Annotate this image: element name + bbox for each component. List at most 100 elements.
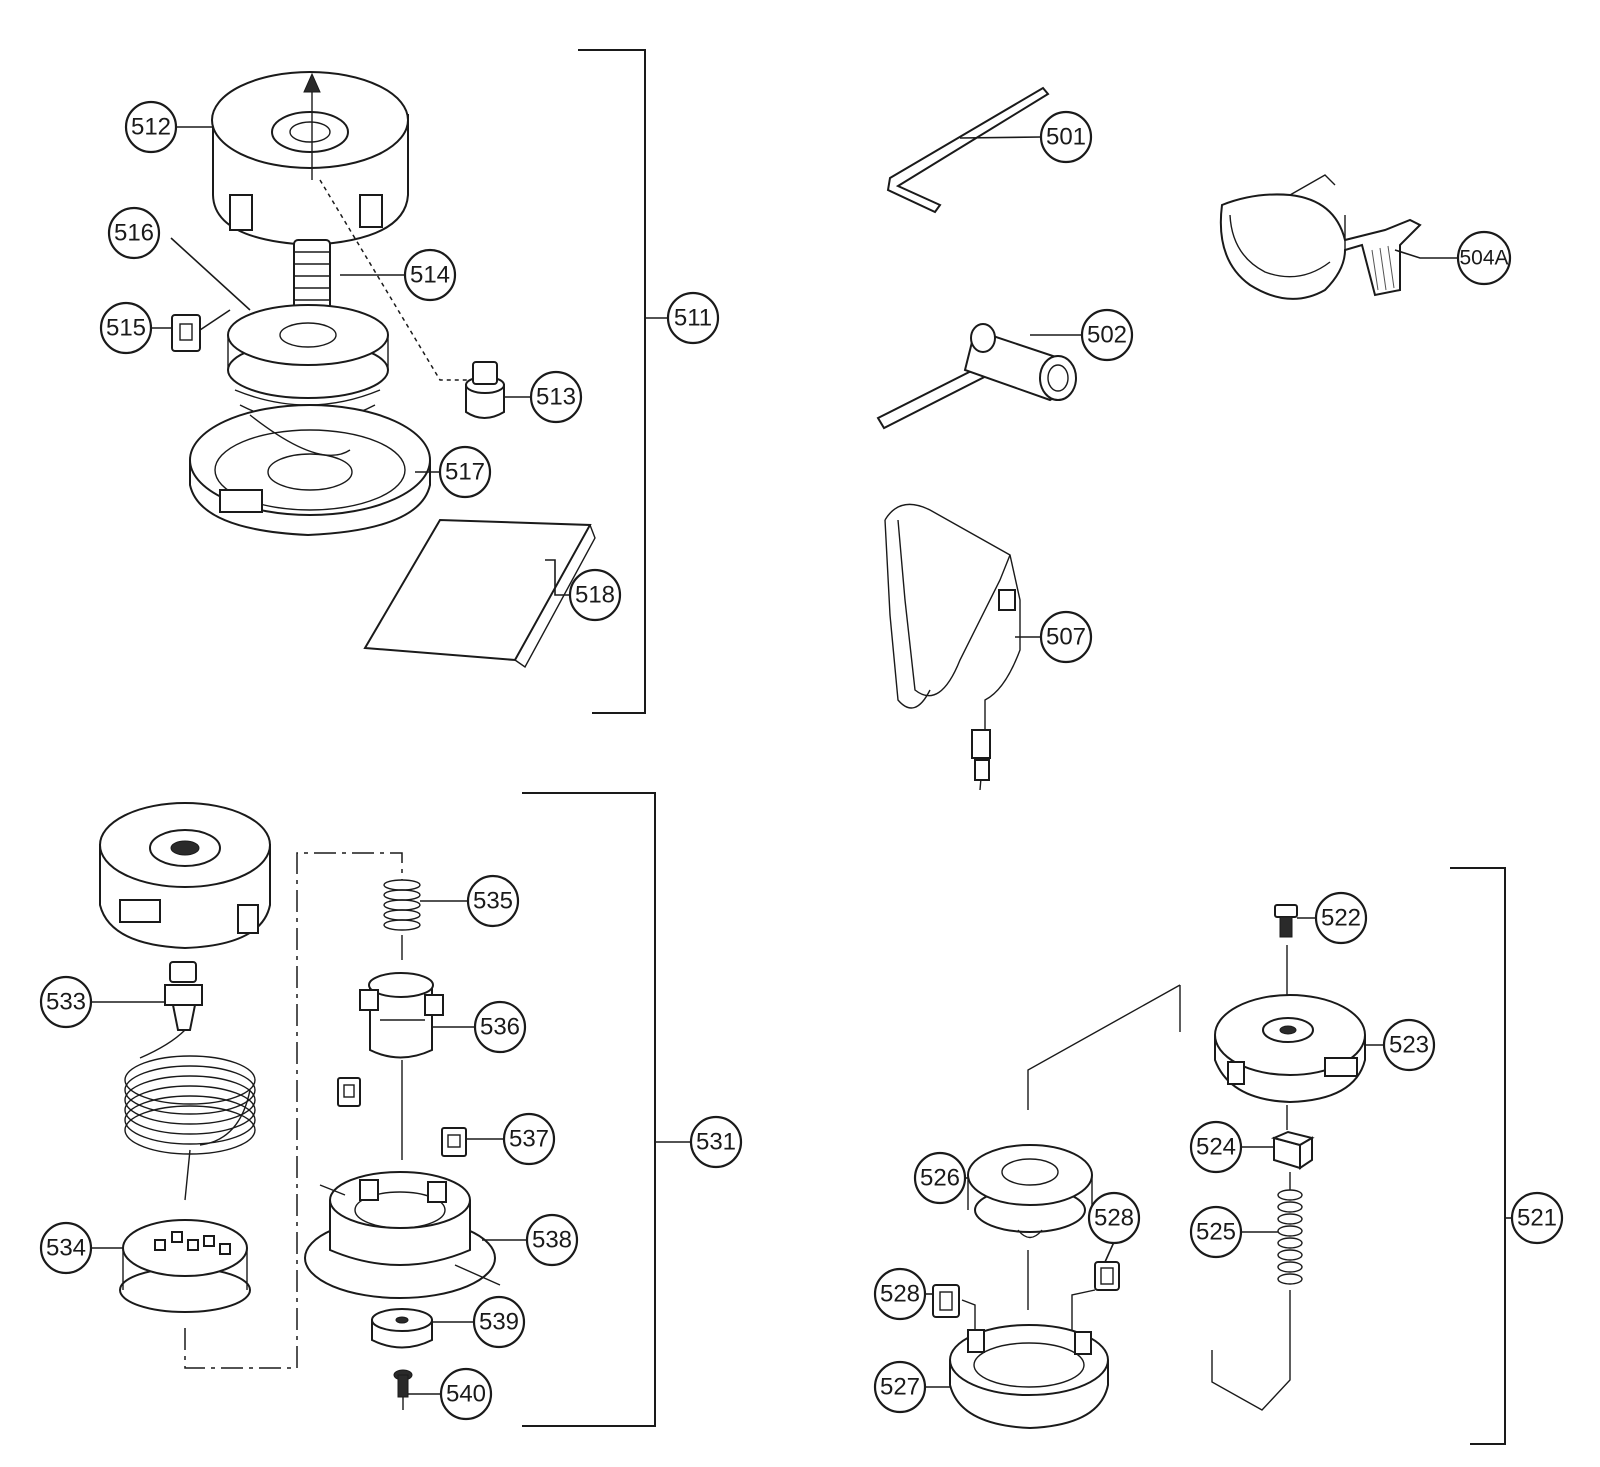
callout-526-label: 526 [920, 1165, 960, 1192]
bracket-521 [1450, 867, 1506, 1445]
part-515-eyelet [171, 314, 201, 352]
part-535-spring [383, 879, 421, 931]
callout-514-label: 514 [410, 262, 450, 289]
callout-511-label: 511 [674, 305, 712, 332]
callout-533: 533 [39, 975, 93, 1029]
part-527-housing [949, 1324, 1109, 1430]
callout-507: 507 [1039, 610, 1093, 664]
callout-535: 535 [466, 874, 520, 928]
callout-512-label: 512 [131, 114, 171, 141]
callout-501: 501 [1039, 110, 1093, 164]
callout-521-label: 521 [1517, 1205, 1557, 1232]
callout-523-label: 523 [1389, 1032, 1429, 1059]
callout-518-label: 518 [575, 582, 615, 609]
callout-534-label: 534 [46, 1235, 86, 1262]
callout-525: 525 [1189, 1205, 1243, 1259]
bracket-511 [578, 49, 646, 714]
callout-538: 538 [525, 1213, 579, 1267]
part-518-manual [363, 518, 596, 669]
callout-502: 502 [1080, 308, 1134, 362]
axis-528-right [1071, 1289, 1096, 1340]
callout-524: 524 [1189, 1120, 1243, 1174]
callout-504A: 504A [1456, 230, 1512, 286]
callout-539-label: 539 [479, 1309, 519, 1336]
callout-538-label: 538 [532, 1227, 572, 1254]
part-537-eyelet-left [337, 1077, 361, 1107]
callout-522-label: 522 [1321, 905, 1361, 932]
part-526-spool [967, 1144, 1093, 1239]
callout-534: 534 [39, 1221, 93, 1275]
callout-515-label: 515 [106, 315, 146, 342]
part-537-eyelet-right [441, 1127, 467, 1157]
part-512-cap [211, 71, 409, 247]
part-504A-safety-glasses [1219, 174, 1422, 300]
part-533-bolt [164, 961, 203, 1031]
callout-533-label: 533 [46, 989, 86, 1016]
callout-511: 511 [666, 291, 720, 345]
part-528-eyelet-left [932, 1284, 960, 1318]
callout-516: 516 [107, 206, 161, 260]
part-522-screw [1274, 904, 1298, 938]
callout-518: 518 [568, 568, 622, 622]
part-538-housing [304, 1171, 501, 1299]
callout-516-label: 516 [114, 220, 154, 247]
callout-540: 540 [439, 1367, 493, 1421]
callout-523: 523 [1382, 1018, 1436, 1072]
callout-528-right: 528 [1087, 1191, 1141, 1245]
callout-535-label: 535 [473, 888, 513, 915]
leader-lines [91, 126, 1512, 1395]
callout-528-right-label: 528 [1094, 1205, 1134, 1232]
leader-515-part [199, 309, 231, 331]
callout-539: 539 [472, 1295, 526, 1349]
part-531-cap [99, 802, 271, 950]
part-517-housing [189, 404, 431, 537]
part-523-cap [1214, 994, 1366, 1104]
callout-502-label: 502 [1087, 322, 1127, 349]
part-524-nut [1270, 1130, 1315, 1170]
part-540-screw [393, 1369, 413, 1410]
callout-517: 517 [438, 445, 492, 499]
callout-531-label: 531 [696, 1129, 736, 1156]
callout-524-label: 524 [1196, 1134, 1236, 1161]
part-536-adapter [359, 972, 444, 1059]
callout-521: 521 [1510, 1191, 1564, 1245]
part-501-hex-key [886, 86, 1050, 214]
callout-537: 537 [502, 1112, 556, 1166]
callout-512: 512 [124, 100, 178, 154]
callout-501-label: 501 [1046, 124, 1086, 151]
callout-507-label: 507 [1046, 624, 1086, 651]
callout-531: 531 [689, 1115, 743, 1169]
part-507-harness [884, 503, 1021, 791]
callout-536: 536 [473, 1000, 527, 1054]
arrow-head-512 [303, 72, 321, 93]
callout-515: 515 [99, 301, 153, 355]
callout-536-label: 536 [480, 1014, 520, 1041]
callout-504A-label: 504A [1459, 247, 1508, 270]
callout-540-label: 540 [446, 1381, 486, 1408]
callout-517-label: 517 [445, 459, 485, 486]
callout-528-left: 528 [873, 1267, 927, 1321]
part-531-line-coil [124, 1029, 256, 1201]
callout-513-label: 513 [536, 384, 576, 411]
callout-514: 514 [403, 248, 457, 302]
part-502-wrench [876, 323, 1077, 430]
callout-526: 526 [913, 1151, 967, 1205]
part-534-spool [119, 1219, 251, 1313]
part-539-knob [371, 1308, 433, 1349]
part-513-nut [465, 361, 505, 419]
part-525-spring [1277, 1189, 1303, 1285]
callout-537-label: 537 [509, 1126, 549, 1153]
callout-527-label: 527 [880, 1374, 920, 1401]
callout-527: 527 [873, 1360, 927, 1414]
callout-528-left-label: 528 [880, 1281, 920, 1308]
axis-525-bottom [1211, 1290, 1291, 1411]
axis-526-top [1027, 984, 1181, 1110]
leader-dotted-513 [319, 179, 470, 381]
dashed-assembly-line-531 [184, 852, 403, 1369]
callout-522: 522 [1314, 891, 1368, 945]
callout-525-label: 525 [1196, 1219, 1236, 1246]
callout-513: 513 [529, 370, 583, 424]
bracket-531 [522, 792, 656, 1427]
part-528-eyelet-right [1094, 1261, 1120, 1291]
